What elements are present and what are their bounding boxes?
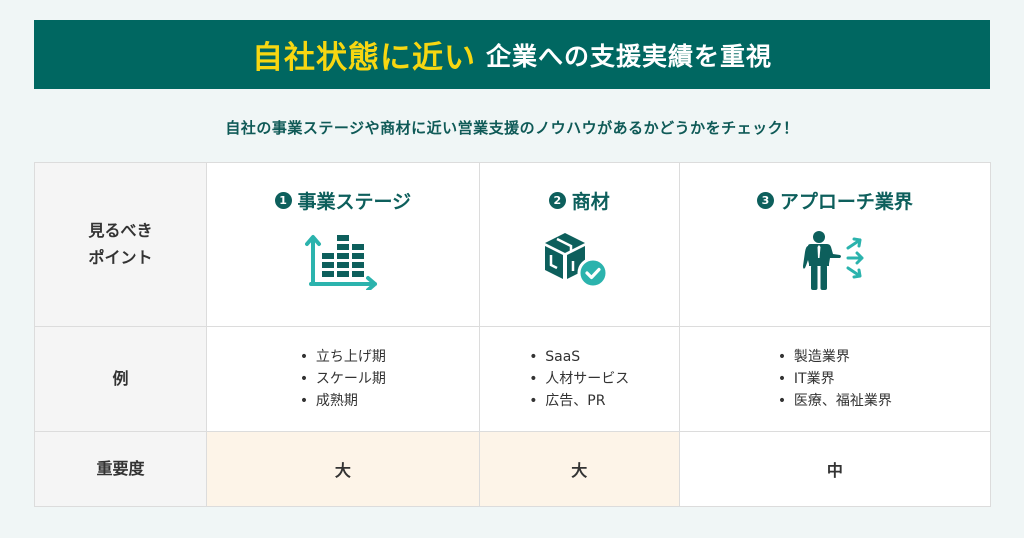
number-badge: 3	[756, 192, 774, 209]
column-header-product: 2 商材	[478, 162, 680, 327]
importance-approach-industry: 中	[678, 431, 992, 507]
list-item: 製造業界	[778, 346, 892, 368]
row-header-points: 見るべき ポイント	[34, 162, 207, 327]
product-box-check-icon	[543, 231, 615, 295]
list-item: 医療、福祉業界	[778, 390, 892, 412]
row-header-points-line1: 見るべき	[88, 221, 153, 241]
row-header-points-line2: ポイント	[88, 247, 153, 267]
number-badge: 1	[274, 192, 292, 209]
examples-product: SaaS 人材サービス 広告、PR	[478, 326, 680, 432]
column-header-approach-industry: 3 アプローチ業界	[678, 162, 992, 327]
comparison-table: 見るべき ポイント 1 事業ステージ	[34, 162, 992, 507]
column-title: アプローチ業界	[779, 191, 913, 213]
subtitle: 自社の事業ステージや商材に近い営業支援のノウハウがあるかどうかをチェック！	[225, 119, 799, 137]
list-item: 成熟期	[300, 390, 386, 412]
list-item: IT業界	[778, 368, 892, 390]
businessman-arrows-icon	[802, 230, 868, 296]
example-list: SaaS 人材サービス 広告、PR	[529, 346, 629, 412]
list-item: スケール期	[300, 368, 386, 390]
list-item: 立ち上げ期	[300, 346, 386, 368]
example-list: 製造業界 IT業界 医療、福祉業界	[778, 346, 892, 412]
importance-product: 大	[478, 431, 680, 507]
table-row-points: 見るべき ポイント 1 事業ステージ	[34, 162, 992, 327]
list-item: SaaS	[529, 346, 629, 368]
list-item: 人材サービス	[529, 368, 629, 390]
examples-business-stage: 立ち上げ期 スケール期 成熟期	[206, 326, 480, 432]
table-row-examples: 例 立ち上げ期 スケール期 成熟期 SaaS 人材サービス 広告、PR 製造業界…	[34, 326, 992, 432]
table-row-importance: 重要度 大 大 中	[34, 431, 992, 507]
title-highlight: 自社状態に近い	[251, 40, 476, 76]
examples-approach-industry: 製造業界 IT業界 医療、福祉業界	[678, 326, 992, 432]
list-item: 広告、PR	[529, 390, 629, 412]
column-header-business-stage: 1 事業ステージ	[206, 162, 480, 327]
example-list: 立ち上げ期 スケール期 成熟期	[300, 346, 386, 412]
column-title: 事業ステージ	[297, 191, 412, 213]
column-title: 商材	[571, 191, 610, 213]
row-header-examples: 例	[34, 326, 207, 432]
title-banner: 自社状態に近い 企業への支援実績を重視	[34, 20, 990, 89]
number-badge: 2	[548, 192, 566, 209]
row-header-importance: 重要度	[34, 431, 207, 507]
importance-business-stage: 大	[206, 431, 480, 507]
title-rest: 企業への支援実績を重視	[485, 41, 772, 71]
bar-chart-growth-icon	[304, 232, 381, 294]
